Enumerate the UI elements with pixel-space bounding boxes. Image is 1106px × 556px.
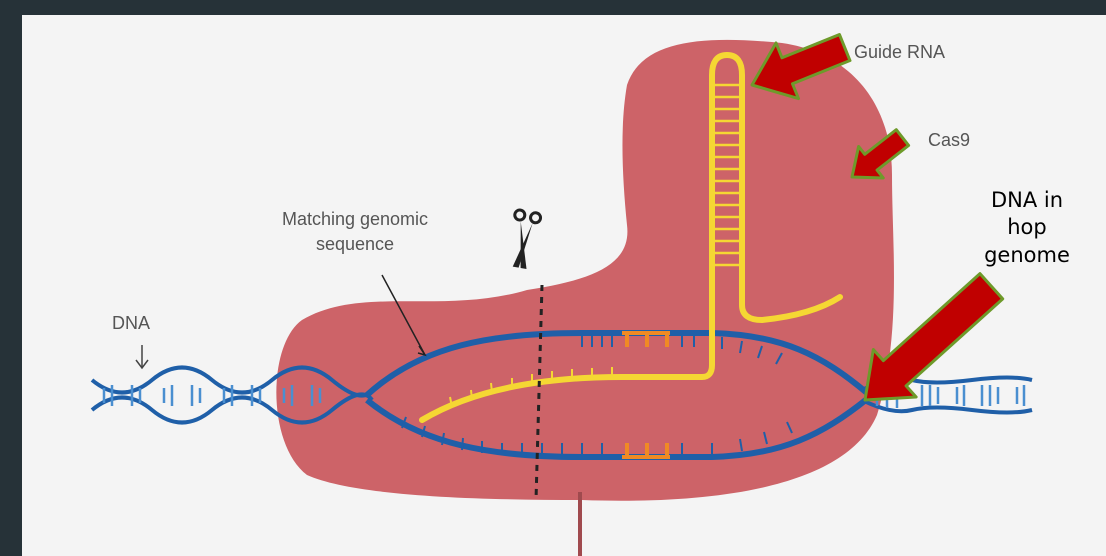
label-matching-line2: sequence <box>240 232 470 257</box>
label-guide-rna: Guide RNA <box>854 42 945 63</box>
scissors-icon <box>506 209 542 270</box>
label-matching-genomic-sequence: Matching genomic sequence <box>240 207 470 257</box>
label-hop-line1: DNA in <box>962 187 1092 214</box>
crispr-diagram <box>22 15 1106 556</box>
label-dna: DNA <box>112 313 150 334</box>
label-dna-in-hop-genome: DNA in hop genome <box>962 187 1092 269</box>
label-hop-line3: genome <box>962 242 1092 269</box>
cas9-protein <box>276 40 894 501</box>
label-hop-line2: hop <box>962 214 1092 241</box>
label-cas9: Cas9 <box>928 130 970 151</box>
slide-canvas: Guide RNA Cas9 Matching genomic sequence… <box>22 15 1106 556</box>
label-matching-line1: Matching genomic <box>240 207 470 232</box>
down-arrow-icon <box>136 345 148 368</box>
